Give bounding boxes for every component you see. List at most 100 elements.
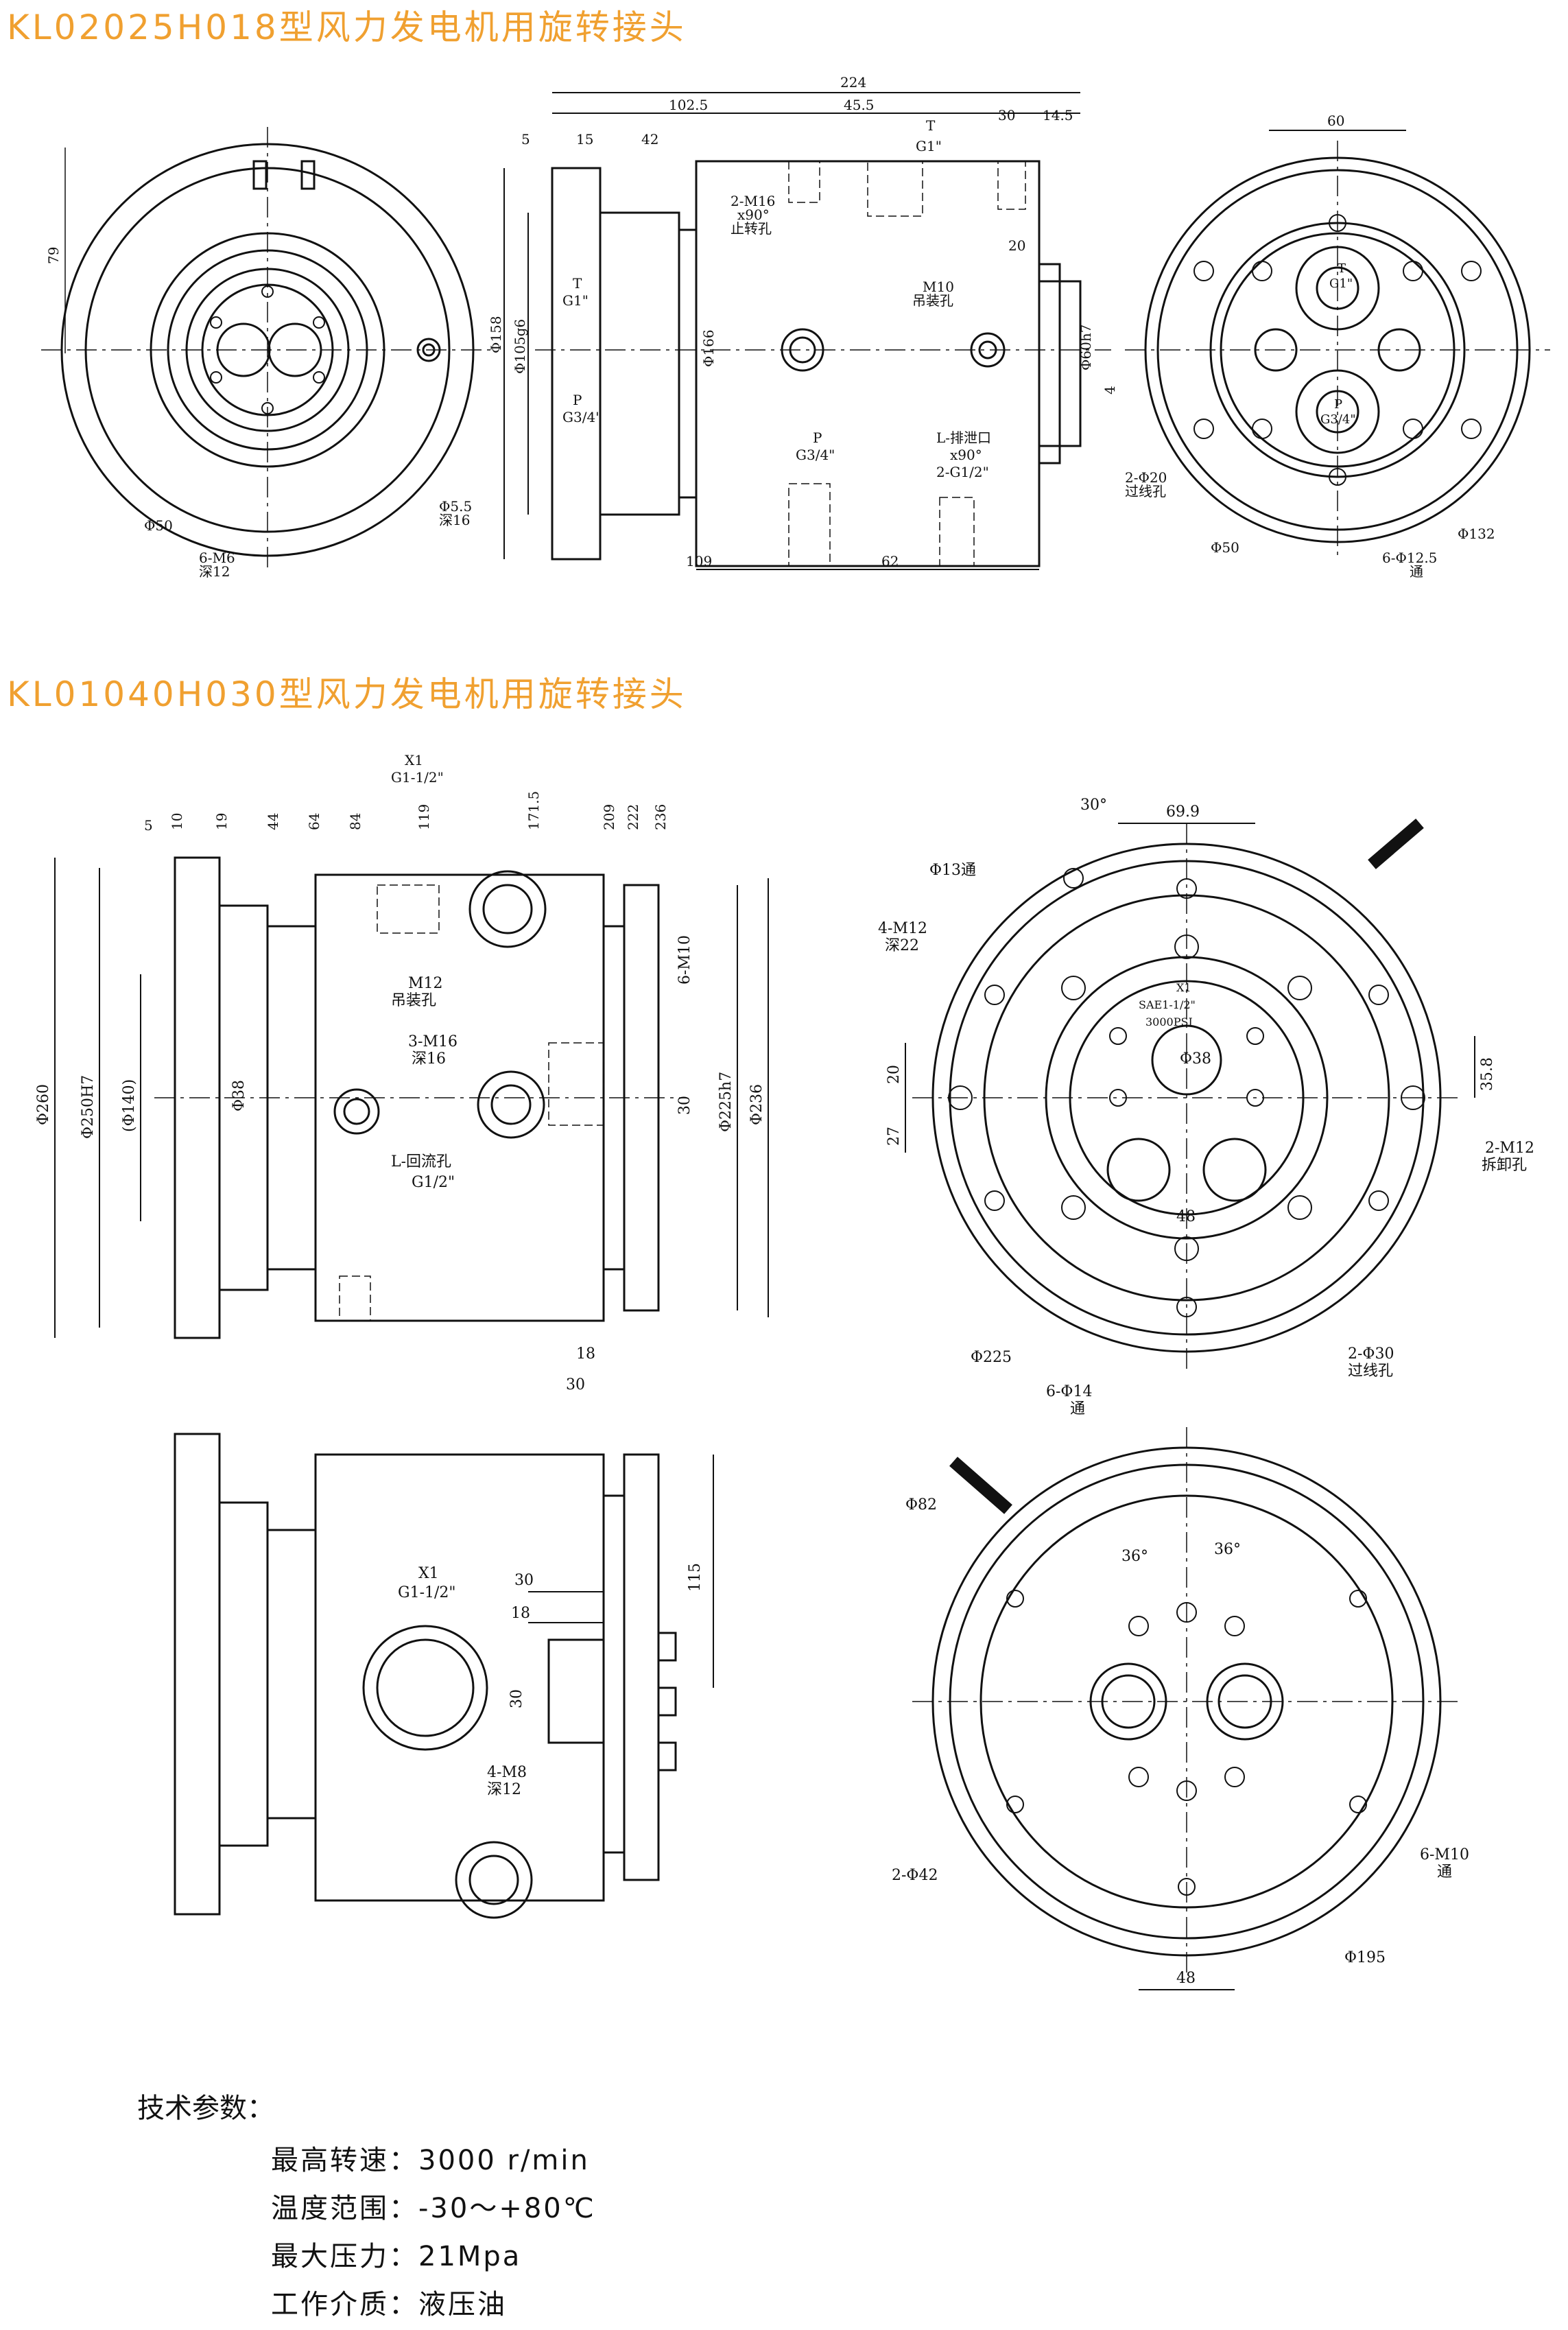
port-t-thread: G1" [916,138,942,154]
dim-35-8: 35.8 [1479,1057,1496,1091]
sec-t: T [573,275,582,292]
tick-10: 10 [169,813,185,830]
note-6d14: 6-Φ14 [1046,1383,1092,1400]
tick-236: 236 [652,804,669,830]
note-return: L-回流孔 [391,1153,451,1170]
spec-medium: 工作介质：液压油 [271,2289,507,2320]
spec-pressure: 最大压力：21Mpa [271,2241,522,2272]
note-m12-purpose: 吊装孔 [391,992,436,1009]
dim-102-5: 102.5 [669,97,708,113]
back-6m10: 6-M10 [1420,1846,1469,1863]
dim-14-5: 14.5 [1043,107,1073,123]
dim-d140: (Φ140) [121,1079,138,1132]
tick-171-5: 171.5 [525,791,542,830]
port-t: T [926,117,936,134]
lv-d30: 30 [514,1572,534,1589]
kl01040-side-view: X1 G1-1/2" 5 10 19 44 64 84 119 171.5 20… [35,752,769,1393]
lv-x1: X1 [418,1565,439,1582]
lv-4m8-depth: 深12 [487,1781,521,1798]
back-36a: 36° [1121,1548,1148,1565]
dim-45-5: 45.5 [844,97,875,113]
tech-specs: 技术参数： 最高转速：3000 r/min 温度范围：-30～+80℃ 最大压力… [137,2086,596,2330]
tick-222: 222 [625,804,641,830]
note-6d125: 6-Φ12.5 [1382,550,1437,566]
dim-62: 62 [881,553,899,569]
lv-d18: 18 [511,1605,530,1622]
back-2d42: 2-Φ42 [892,1867,938,1884]
note-d13: Φ13通 [929,862,976,879]
dim-d38: Φ38 [230,1080,248,1111]
back-d82: Φ82 [905,1496,937,1514]
note-drain: L-排泄口 [936,429,991,446]
lv-d115: 115 [687,1563,704,1592]
rv-t-thread: G1" [1329,276,1353,291]
note-m10-purpose: 吊装孔 [912,292,953,309]
center-psi: 3000PSI [1145,1015,1193,1028]
dim-60: 60 [1327,113,1344,129]
dim-d60: Φ60h7 [1078,325,1094,370]
note-2m16-angle: x90° [737,207,770,223]
kl02025-right-view: 60 T G1" P G3/4" 2-Φ20 过线孔 Φ132 Φ50 6-Φ1… [1125,113,1550,580]
dim-d250: Φ250H7 [80,1075,97,1139]
sec-p: P [573,392,582,408]
note-d132: Φ132 [1458,526,1495,542]
rv-p: P [1334,397,1342,412]
dim-18: 18 [576,1345,595,1363]
angle-30: 30° [1080,797,1107,814]
note-d5-5-depth: 深16 [439,512,470,528]
dim-d158: Φ158 [488,316,504,353]
note-2m12-purpose: 拆卸孔 [1482,1157,1527,1174]
note-d50: Φ50 [144,517,173,534]
tick-84: 84 [347,813,364,830]
dim-d236: Φ236 [748,1084,765,1125]
dim-30: 30 [998,107,1015,123]
back-36b: 36° [1214,1541,1241,1558]
dim-48-front: 48 [1176,1208,1196,1225]
tick-209: 209 [601,804,617,830]
kl02025-left-view: 79 Φ50 6-M6 深12 Φ5.5 深16 [41,127,494,580]
note-3m16-depth: 深16 [412,1050,446,1068]
mid-p: P [813,429,822,446]
dim-15: 15 [576,131,593,148]
note-d5-5: Φ5.5 [439,498,472,515]
dim-4: 4 [1102,386,1118,395]
note-drain-thread: 2-G1/2" [936,464,989,480]
note-2d30: 2-Φ30 [1348,1345,1394,1363]
tick-64: 64 [306,813,322,830]
dim-d105: Φ105g6 [512,319,528,374]
note-rv-d50: Φ50 [1211,539,1239,556]
lv-x1-thread: G1-1/2" [398,1584,456,1601]
kl02025-side-view: 224 102.5 45.5 30 14.5 5 15 42 20 T G1" … [488,74,1118,570]
spec-speed: 最高转速：3000 r/min [271,2145,590,2176]
note-m10: M10 [923,279,954,295]
dim-42: 42 [641,131,658,148]
back-d48: 48 [1176,1970,1196,1987]
spec-temperature: 温度范围：-30～+80℃ [271,2193,596,2224]
sec-t-thread: G1" [562,292,589,309]
drawing-kl01040: X1 G1-1/2" 5 10 19 44 64 84 119 171.5 20… [35,752,1534,1990]
sec-p-thread: G3/4" [562,409,602,425]
dim-5: 5 [521,131,530,148]
x1-thread: G1-1/2" [391,769,444,786]
note-return-thread: G1/2" [412,1174,455,1191]
dim-d225h7: Φ225h7 [717,1072,735,1132]
dim-6m10: 6-M10 [676,935,693,985]
lv-d30v: 30 [508,1689,525,1708]
note-3m16: 3-M16 [408,1033,458,1050]
tick-44: 44 [265,813,281,830]
tick-19: 19 [213,813,230,830]
dim-27: 27 [886,1127,903,1146]
rv-p-thread: G3/4" [1320,412,1356,427]
lv-4m8: 4-M8 [487,1764,527,1781]
note-6m6: 6-M6 [199,550,235,566]
note-2m16-purpose: 止转孔 [730,220,772,237]
note-4m12: 4-M12 [878,920,927,937]
kl01040-back-view: Φ82 36° 36° 2-Φ42 6-M10 通 Φ195 48 [892,1427,1469,1990]
dim-30h: 30 [566,1376,585,1393]
note-6d14-thru: 通 [1070,1400,1085,1417]
specs-heading: 技术参数： [137,2093,274,2124]
note-2d20-purpose: 过线孔 [1125,483,1166,499]
title-kl01040: KL01040H030型风力发电机用旋转接头 [7,674,687,714]
tick-119: 119 [416,804,432,830]
note-m12: M12 [408,975,443,992]
